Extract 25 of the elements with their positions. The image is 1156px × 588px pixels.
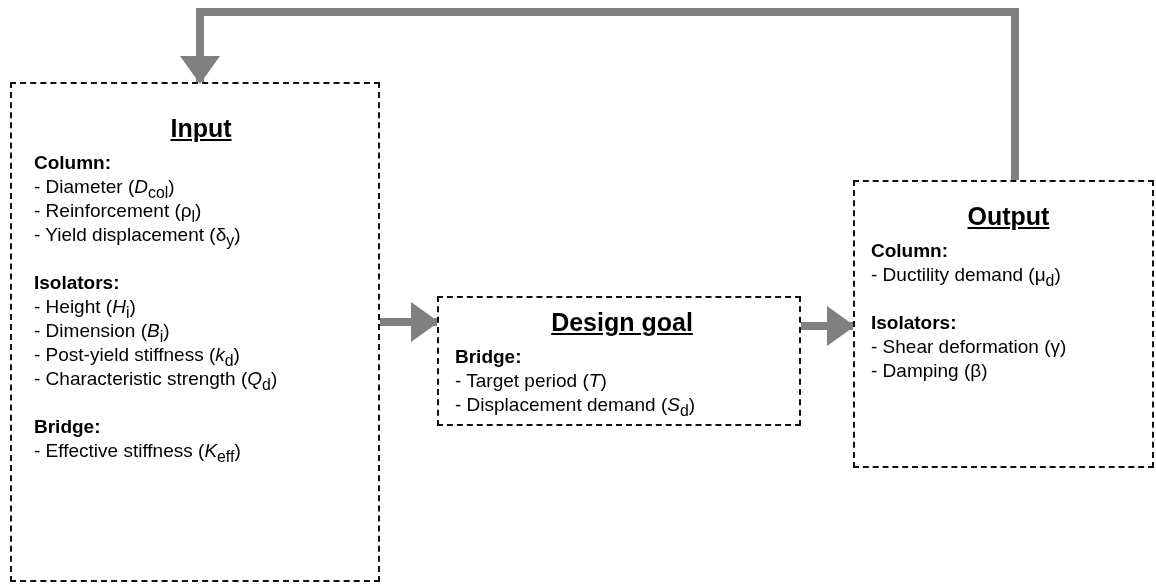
- list-item: - Height (H$_{i}$): [34, 295, 137, 319]
- dashed-box: [853, 180, 1154, 468]
- box-heading: Design goal: [550, 308, 694, 337]
- section-heading: Bridge:: [455, 345, 523, 369]
- section-heading: Column:: [34, 151, 113, 175]
- list-item: - Characteristic strength (Q$_{d}$): [34, 367, 279, 391]
- list-item: - Effective stiffness (K$_{eff}$): [34, 439, 242, 463]
- box-heading: Input: [169, 114, 233, 143]
- list-item: - Damping (β): [871, 359, 989, 383]
- section-heading: Isolators:: [871, 311, 958, 335]
- section-heading: Bridge:: [34, 415, 102, 439]
- box-heading: Output: [966, 202, 1051, 231]
- list-item: - Dimension (B$_{i}$): [34, 319, 171, 343]
- dashed-box: [10, 82, 380, 582]
- list-item: - Shear deformation (γ): [871, 335, 1068, 359]
- section-heading: Isolators:: [34, 271, 121, 295]
- list-item: - Post-yield stiffness (k$_{d}$): [34, 343, 241, 367]
- list-item: - Reinforcement (ρ$_{l}$): [34, 199, 203, 223]
- list-item: - Displacement demand (S$_{d}$): [455, 393, 697, 417]
- list-item: - Diameter (D$_{col}$): [34, 175, 176, 199]
- list-item: - Ductility demand (μ$_{d}$): [871, 263, 1062, 287]
- list-item: - Yield displacement (δ$_{y}$): [34, 223, 242, 247]
- list-item: - Target period (T): [455, 369, 608, 393]
- section-heading: Column:: [871, 239, 950, 263]
- dashed-box: [437, 296, 801, 426]
